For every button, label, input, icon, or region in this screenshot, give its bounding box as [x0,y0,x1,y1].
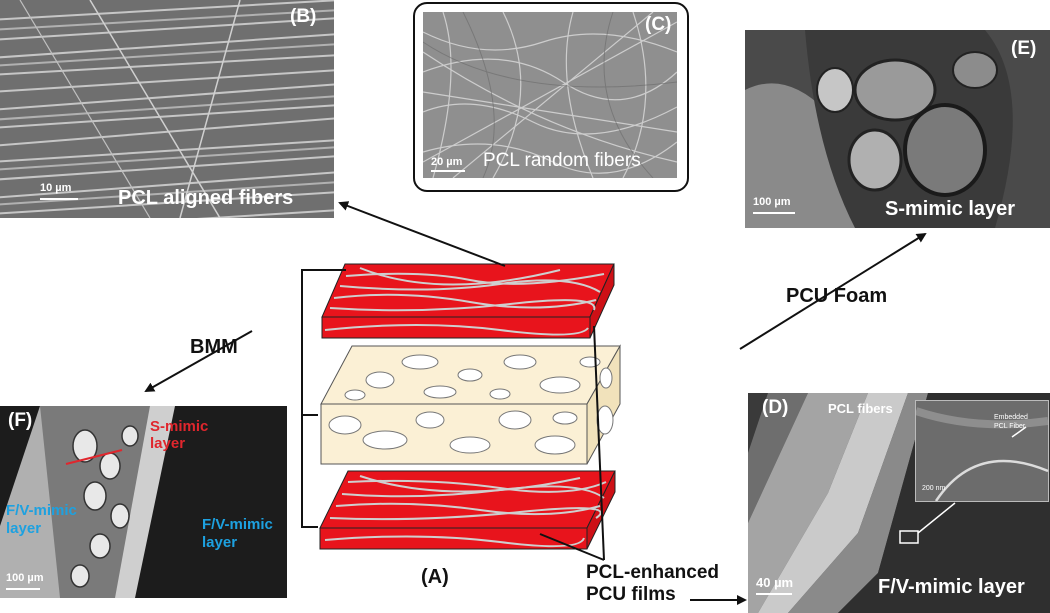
panel-d-inset: Embedded PCL Fiber 200 nm [914,400,1049,502]
arrow-to-panel-e [739,232,927,350]
arrow-to-panel-b [338,201,506,267]
panel-c-caption: PCL random fibers [483,150,641,171]
panel-d-inset-label: Embedded PCL Fiber [994,414,1028,430]
panel-f-bmm-cross-section: (F) S-mimic layer F/V-mimic layer F/V-mi… [0,406,287,598]
panel-d-label: (D) [762,397,789,418]
label-a: (A) [421,566,449,588]
panel-d-inset-scale-text: 200 nm [922,485,946,492]
panel-b-caption: PCL aligned fibers [118,187,294,209]
panel-f-label: (F) [8,410,33,431]
panel-c-scale-bar [431,170,465,172]
fv-layer-sem-texture [748,393,1050,613]
panel-b-label: (B) [290,6,317,27]
panel-b-scale-bar [40,198,78,200]
pcu-foam-layer [320,344,621,465]
panel-f-fv-right-label: F/V-mimic layer [202,516,273,551]
label-pcl-films: PCL-enhanced PCU films [586,562,720,605]
panel-e-caption: S-mimic layer [885,198,1016,220]
aligned-fiber-texture [0,0,334,218]
foam-sem-texture [745,30,1050,228]
panel-d-pcl-fibers-label: PCL fibers [828,401,893,416]
label-bmm: BMM [190,336,238,358]
panel-c-scale-text: 20 µm [431,156,463,168]
panel-c-random-fibers: (C) 20 µm PCL random fibers [423,12,677,178]
panel-e-scale-text: 100 µm [753,196,791,208]
bmm-bracket [301,269,346,528]
panel-e-label: (E) [1011,38,1037,59]
panel-f-fv-left-label: F/V-mimic layer [6,502,77,537]
panel-f-scale-text: 100 µm [6,572,44,584]
panel-b-scale-text: 10 µm [40,182,72,194]
bmm-sem-texture [0,406,175,598]
panel-f-scale-bar [6,588,40,590]
panel-b-aligned-fibers: (B) 10 µm PCL aligned fibers [0,0,334,218]
panel-e-foam-sem: (E) 100 µm S-mimic layer [745,30,1050,228]
random-fiber-texture [423,12,677,178]
inset-texture [914,407,1049,502]
bottom-pcl-film [319,470,616,550]
panel-f-s-mimic-label: S-mimic layer [150,418,209,452]
panel-c-label: (C) [645,14,672,35]
arrow-to-panel-f [144,330,253,392]
top-pcl-film [321,263,615,339]
panel-d-scale-bar [756,593,792,595]
panel-d-caption: F/V-mimic layer [878,576,1025,598]
panel-e-scale-bar [753,212,795,214]
arrow-film-leader-top [593,325,605,561]
panel-d-fv-layer: Embedded PCL Fiber 200 nm (D) PCL fibers… [748,393,1050,613]
label-pcu-foam: PCU Foam [786,285,888,307]
arrow-film-leader-bottom [539,533,605,561]
panel-d-scale-text: 40 µm [756,575,794,590]
